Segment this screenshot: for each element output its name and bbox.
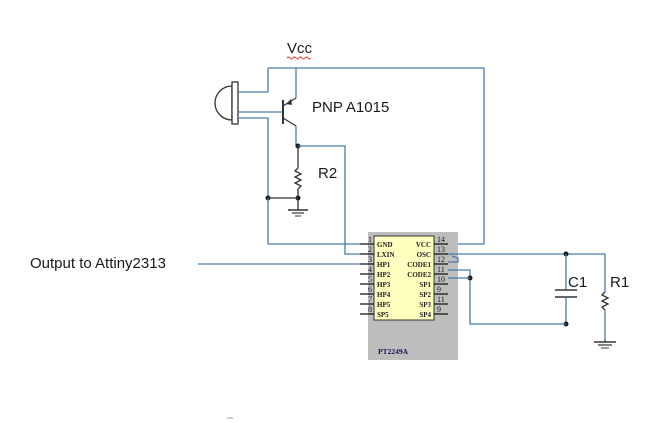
- ic-pin-name: SP1: [419, 281, 431, 289]
- ic-pin-name: HP1: [377, 261, 391, 269]
- ic-pin-name: HP3: [377, 281, 391, 289]
- collector-to-ic-wire: [298, 145, 360, 255]
- c1-label: C1: [568, 274, 587, 291]
- r2-resistor-icon: [293, 167, 303, 190]
- ic-pin-name: SP4: [419, 311, 431, 319]
- ic-pin-number: 3: [368, 255, 372, 264]
- gnd-rail-wire: [267, 198, 360, 245]
- ic-pin-name: VCC: [416, 241, 431, 249]
- ic-part-label: PT2249A: [378, 347, 409, 356]
- ic-pin-number: 1: [368, 235, 372, 244]
- ic-pin-name: SP3: [419, 301, 431, 309]
- ic-pin-number: 10: [437, 275, 445, 284]
- vcc-underline: [286, 56, 312, 60]
- vcc-rail-wire: [268, 67, 485, 245]
- ground-icon: [288, 209, 308, 217]
- c1-capacitor-icon: [555, 289, 577, 298]
- ic-pin-number: 13: [437, 245, 445, 254]
- ic-pin-number: 6: [368, 285, 372, 294]
- ic-pin-name: CODE1: [407, 261, 431, 269]
- pin13-loop-wire: [448, 255, 459, 263]
- ic-pin-number: 8: [368, 305, 372, 314]
- ic-pin-number: 9: [437, 305, 441, 314]
- sensor-wire-1: [238, 68, 269, 93]
- ic-pin-name: SP5: [377, 311, 389, 319]
- ic-pin-name: GND: [377, 241, 393, 249]
- ic-pin-name: OSC: [417, 251, 431, 259]
- ic-pin-name: HP4: [377, 291, 391, 299]
- osc-wire: [448, 253, 606, 292]
- ic-pin-number: 14: [437, 235, 445, 244]
- vcc-label: Vcc: [287, 40, 313, 57]
- ic-pin-number: 11: [437, 295, 445, 304]
- ic-pin-name: HP5: [377, 301, 391, 309]
- ir-sensor-icon: [214, 81, 239, 125]
- sensor-wire-3: [238, 117, 269, 198]
- r2-label: R2: [318, 165, 337, 182]
- ground-icon: [594, 341, 616, 349]
- transistor-label: PNP A1015: [312, 99, 389, 116]
- ic-pin-number: 5: [368, 275, 372, 284]
- ic-pin-number: 2: [368, 245, 372, 254]
- code-wire: [448, 269, 566, 325]
- ic-pin-number: 12: [437, 255, 445, 264]
- r1-resistor-icon: [600, 291, 610, 311]
- ic-pin-number: 7: [368, 295, 372, 304]
- ic-pin-name: SP2: [419, 291, 431, 299]
- pnp-transistor-icon: [282, 97, 297, 127]
- r1-label: R1: [610, 274, 629, 291]
- ic-pin-number: 4: [368, 265, 372, 274]
- ic-pin-number: 9: [437, 285, 441, 294]
- ic-pin-name: LXIN: [377, 251, 395, 259]
- ic-pin-number: 11: [437, 265, 445, 274]
- ic-pin-name: HP2: [377, 271, 391, 279]
- ic-pin-name: CODE2: [407, 271, 431, 279]
- output-label: Output to Attiny2313: [30, 255, 166, 272]
